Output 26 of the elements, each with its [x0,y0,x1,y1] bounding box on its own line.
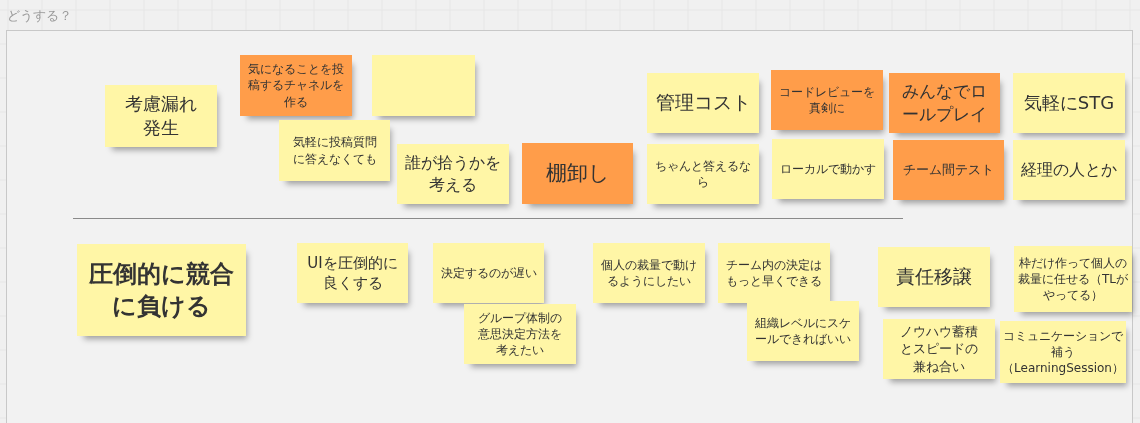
sticky-note: 気軽にSTG [1013,73,1125,133]
sticky-note: 組織レベルにスケールできればいい [747,301,859,361]
sticky-note [372,55,475,116]
sticky-note: チーム内の決定はもっと早くできる [718,243,830,303]
sticky-note: 圧倒的に競合に負ける [77,244,246,336]
sticky-note: グループ体制の意思決定方法を考えたい [464,304,576,364]
sticky-note: ちゃんと答えるなら [647,144,759,204]
sticky-note: チーム間テスト [893,140,1004,200]
sticky-note: 考慮漏れ発生 [105,85,217,147]
sticky-note: みんなでロールプレイ [889,73,1000,133]
sticky-note: 責任移譲 [878,247,990,307]
sticky-note: 枠だけ作って個人の裁量に任せる（TLがやってる） [1014,246,1132,312]
sticky-note: ローカルで動かす [772,139,884,199]
sticky-note: 棚卸し [522,143,633,204]
sticky-note: 個人の裁量で動けるようにしたい [593,243,705,303]
sticky-note: コードレビューを真剣に [771,70,883,130]
board-heading: どうする？ [7,7,72,25]
sticky-note: 決定するのが遅い [433,243,544,303]
sticky-note: 誰が拾うかを考える [397,144,509,204]
sticky-note: 気になることを投稿するチャネルを作る [240,55,352,116]
sticky-note: 気軽に投稿質問に答えなくても [279,120,390,181]
sticky-note: 経理の人とか [1013,140,1125,200]
sticky-note: UIを圧倒的に良くする [297,243,408,303]
sticky-note: ノウハウ蓄積とスピードの兼ね合い [883,319,995,379]
sticky-note: 管理コスト [647,73,759,133]
sticky-note: コミュニケーションで補う（LearningSession） [1000,321,1126,383]
